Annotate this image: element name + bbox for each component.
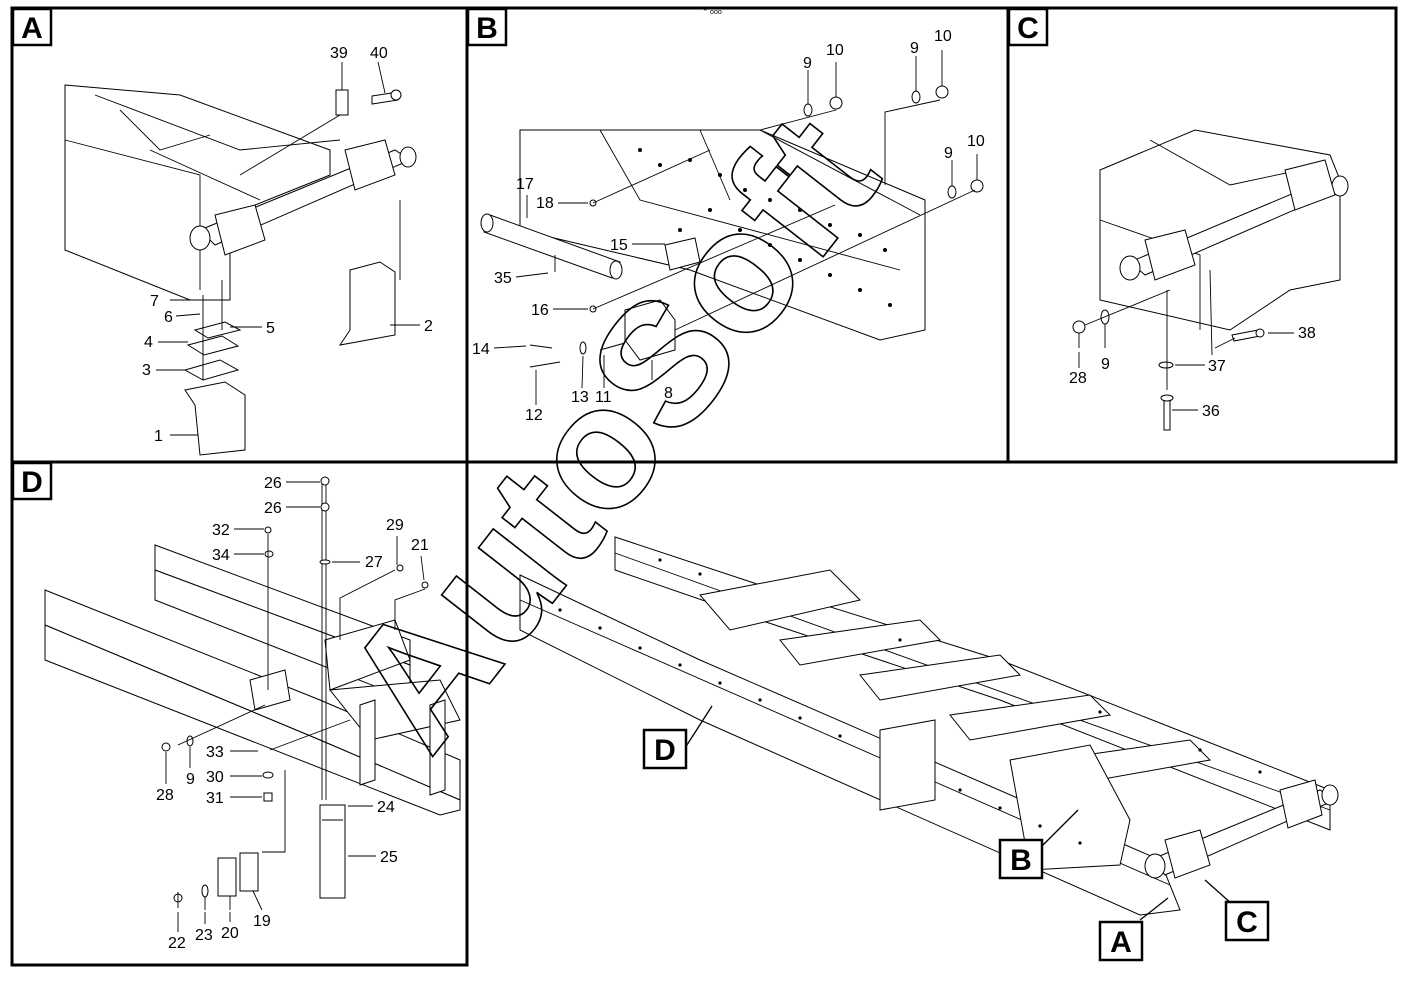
callout-D-26a: 26 [264,475,282,492]
callout-B-10a: 10 [826,42,844,59]
panel-letter-C: C [1007,7,1049,47]
callout-B-17: 17 [516,176,534,193]
overview-callout-D-text: D [654,734,676,767]
callout-D-23: 23 [195,927,213,944]
callout-B-9c: 9 [944,145,953,162]
callout-D-26b: 26 [264,500,282,517]
callout-D-20: 20 [221,925,239,942]
overview-callout-A: A [1098,897,1169,962]
callout-C-9: 9 [1101,356,1110,373]
callout-D-29: 29 [386,517,404,534]
callout-A-6: 6 [164,309,173,326]
panel-B-frame-drawing [480,50,984,380]
callout-D-9: 9 [186,771,195,788]
panel-A-frame-drawing [64,61,417,456]
panel-letter-D-text: D [21,466,43,499]
callout-C-28: 28 [1069,370,1087,387]
callout-D-24: 24 [377,799,395,816]
overview-callout-B: B [998,809,1079,880]
callout-B-13: 13 [571,389,589,406]
callout-D-27: 27 [365,554,383,571]
panel-letter-B-text: B [476,12,498,45]
panel-C-labels: 28 9 37 38 36 [1069,325,1316,420]
panel-C-frame-drawing [1072,129,1349,431]
overview-callout-B-text: B [1010,844,1032,877]
callout-B-14: 14 [472,341,490,358]
callout-D-28: 28 [156,787,174,804]
callout-B-9b: 9 [910,40,919,57]
panel-letter-A-text: A [21,12,43,45]
panel-A-labels: 39 40 7 6 5 4 3 2 1 [142,45,433,445]
callout-A-1: 1 [154,428,163,445]
panel-letter-C-text: C [1017,12,1039,45]
panel-frames [10,6,1398,967]
panel-B-labels: 9 10 9 10 9 10 17 18 15 35 16 14 13 11 1… [472,28,985,424]
panel-D-frame-drawing [44,476,461,911]
callout-C-38: 38 [1298,325,1316,342]
callout-D-31: 31 [206,790,224,807]
callout-D-32: 32 [212,522,230,539]
callout-D-30: 30 [206,769,224,786]
callout-A-4: 4 [144,334,153,351]
callout-B-12: 12 [525,407,543,424]
callout-D-19: 19 [253,913,271,930]
panel-D-labels: 26 26 32 34 29 21 27 28 9 33 30 31 24 25… [156,475,429,952]
callout-D-25: 25 [380,849,398,866]
panel-letter-B: B [466,7,508,47]
callout-B-11: 11 [595,389,612,406]
callout-D-34: 34 [212,547,230,564]
callout-B-9a: 9 [803,55,812,72]
callout-B-10c: 10 [967,133,985,150]
overview-chassis-drawing [519,536,1339,916]
callout-B-35: 35 [494,270,512,287]
callout-A-5: 5 [266,320,275,337]
overview-holes [558,558,1262,845]
overview-callout-C-text: C [1236,906,1258,939]
callout-A-40: 40 [370,45,388,62]
callout-B-16: 16 [531,302,549,319]
callout-B-8: 8 [664,385,673,402]
overview-callout-A-text: A [1110,926,1132,959]
callout-C-37: 37 [1208,358,1226,375]
callout-D-33: 33 [206,744,224,761]
overview-callout-D: D [642,705,713,770]
callout-B-10b: 10 [934,28,952,45]
callout-A-7: 7 [150,293,159,310]
callout-B-18: 18 [536,195,554,212]
callout-C-36: 36 [1202,403,1220,420]
callout-A-39: 39 [330,45,348,62]
overview-callout-C: C [1204,879,1270,942]
panel-letter-A: A [11,7,53,47]
callout-D-22: 22 [168,935,186,952]
callout-D-21: 21 [411,537,429,554]
callout-B-15: 15 [610,237,628,254]
callout-A-3: 3 [142,362,151,379]
callout-A-2: 2 [424,318,433,335]
panel-letter-D: D [11,461,53,501]
header-mark: ⌃ ooo [702,8,722,16]
